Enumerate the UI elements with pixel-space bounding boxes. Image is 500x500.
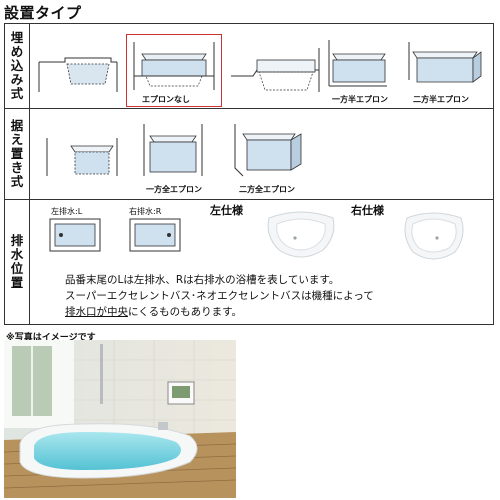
- drain-note-line-3: 排水口が中央にくるものもあります。: [65, 304, 242, 320]
- apron-none-label: エプロンなし: [142, 95, 190, 104]
- bathroom-photo: [4, 340, 236, 498]
- drain-note-line-3-rest: にくるものもあります。: [128, 306, 243, 318]
- no-apron-tub-illustration: [133, 42, 215, 90]
- center-drain-emphasis: 排水口が中央: [65, 306, 128, 318]
- right-spec-label: 右仕様: [351, 204, 384, 217]
- one-side-half-apron-label: 一方半エプロン: [332, 95, 388, 104]
- one-side-half-apron-illustration: [328, 40, 387, 87]
- row-divider: [5, 108, 493, 109]
- row-divider: [5, 199, 493, 200]
- one-side-full-apron-label: 一方全エプロン: [146, 185, 202, 194]
- photo-caption: ※写真はイメージです: [6, 333, 96, 343]
- two-side-half-apron-illustration: [408, 42, 482, 83]
- drain-note-line-1: 品番末尾のLは左排水、Rは右排水の浴槽を表しています。: [65, 274, 340, 286]
- label-column-divider: [29, 24, 30, 324]
- page-title: 設置タイプ: [4, 4, 82, 22]
- left-drain-label: 左排水:L: [51, 207, 83, 216]
- drain-note-line-2: スーパーエクセレントバス･ネオエクセレントバスは機種によって: [65, 290, 374, 302]
- right-spec-tub-photo: [404, 212, 464, 260]
- right-drain-label: 右排水:R: [129, 207, 162, 216]
- left-spec-tub-photo: [267, 211, 335, 258]
- bathroom-scene: [4, 340, 236, 498]
- apron-none-highlight: [126, 34, 222, 107]
- half-sunken-tub-illustration: [231, 48, 320, 92]
- installation-table: 埋 め 込 み 式 据 え 置 き 式 排 水 位 置 エプロンなし: [4, 23, 494, 325]
- left-drain-diagram: [49, 218, 101, 252]
- row-label-drain: 排 水 位 置: [10, 232, 24, 290]
- two-side-full-apron-label: 二方全エプロン: [239, 185, 295, 194]
- two-side-full-apron-illustration: [234, 124, 302, 177]
- right-drain-diagram: [129, 218, 181, 252]
- row-label-built-in: 埋 め 込 み 式: [10, 30, 24, 101]
- left-spec-label: 左仕様: [210, 204, 243, 217]
- one-side-full-apron-illustration: [143, 124, 203, 176]
- placed-tub-illustration: [46, 138, 118, 176]
- row-label-placed: 据 え 置 き 式: [10, 117, 24, 189]
- two-side-half-apron-label: 二方半エプロン: [413, 95, 469, 104]
- sunken-tub-illustration: [38, 57, 118, 92]
